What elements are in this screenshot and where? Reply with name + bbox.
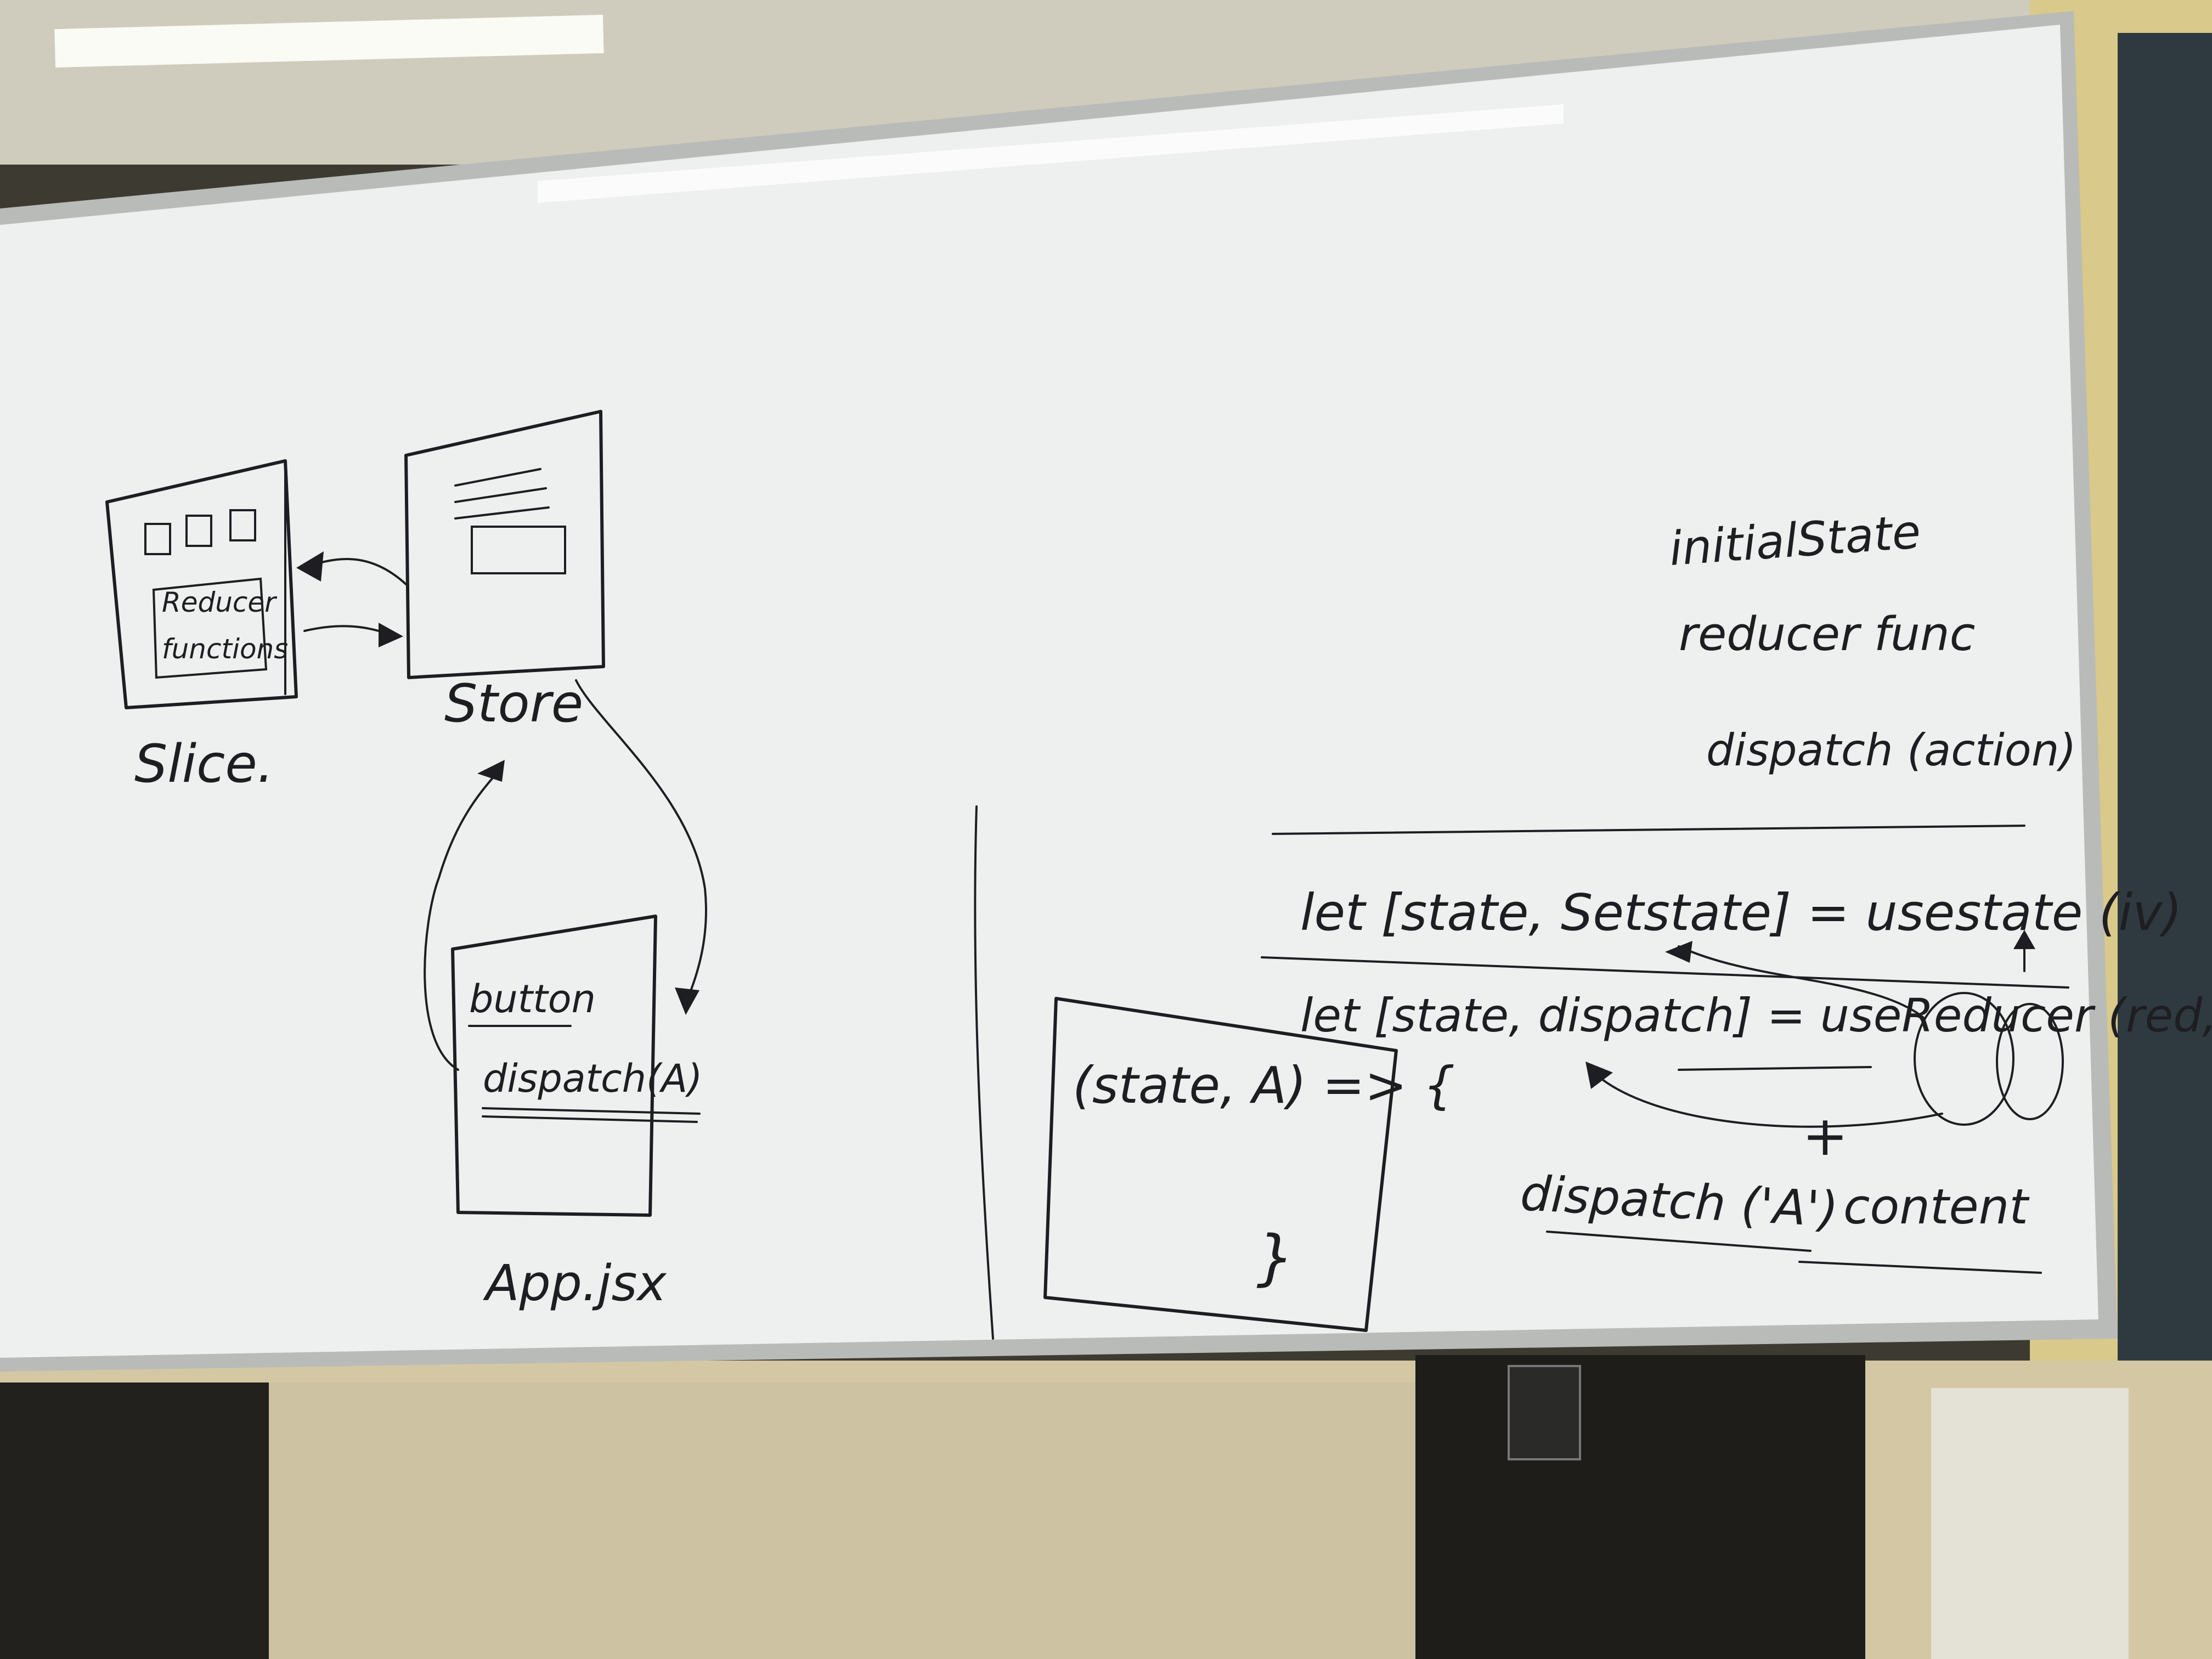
board-glare [538,104,1564,203]
arrow-head-dispatch [1585,1062,1613,1089]
dark-cabinet-left [0,1383,269,1659]
reducer-box-close: } [1256,1222,1295,1293]
slice-caption: Slice. [134,734,274,794]
list-item-dispatch-action: dispatch (action) [1706,725,2076,776]
paper-sheet [1931,1388,2129,1659]
arrow-head-iv [2013,930,2035,949]
app-box [451,915,657,1217]
circle-red [1914,992,2015,1126]
store-inner-rect [471,526,566,574]
list-item-reducer-func: reducer func [1679,607,1975,662]
slice-square-3 [229,509,256,541]
store-line-2 [454,487,547,503]
whiteboard-surface [0,25,2098,1358]
arrow-app-to-store [424,772,498,1071]
code-line-usereducer: let [state, dispatch] = useReducer (red,… [1300,989,2212,1042]
code-line-usestate: let [state, Setstate] = usestate (iv) [1300,883,2182,942]
store-box [404,410,605,679]
arrow-store-to-app [575,679,707,1005]
reducer-function-box [1043,997,1398,1332]
reducer-label: Reducer [162,586,278,618]
reducer-functions-box [152,577,268,679]
arrow-head-to-store [379,623,403,647]
bottom-content: content [1843,1178,2030,1235]
side-board [2118,33,2212,1421]
floor-panel [269,1383,1415,1659]
arrow-head-to-slice [296,551,324,582]
bottom-plus: + [1802,1104,1848,1168]
functions-label: functions [162,633,288,665]
store-line-3 [454,506,550,520]
slice-square-2 [185,515,212,547]
store-line-1 [454,468,541,487]
reducer-box-text: (state, A) => { [1073,1056,1455,1115]
dispatch-label: dispatch(A) [483,1056,702,1101]
app-caption: App.jsx [483,1255,667,1312]
dark-cabinet-right [1415,1355,1865,1659]
slice-square-1 [144,523,171,555]
arrow-head-up [477,760,505,782]
circle-iv [1996,1003,2064,1120]
arrow-head-setstate [1665,941,1692,963]
divider-horizontal [1272,825,2025,835]
arrow-setstate-to-red [1678,945,1921,1016]
arrow-head-down [675,988,699,1015]
store-caption: Store [444,674,583,734]
arrow-red-to-dispatch [1590,1069,1943,1128]
slice-box [105,459,298,709]
button-label: button [469,977,596,1022]
divider-vertical [974,805,994,1340]
wall-switch [1508,1365,1581,1460]
ceiling-light [54,14,604,68]
